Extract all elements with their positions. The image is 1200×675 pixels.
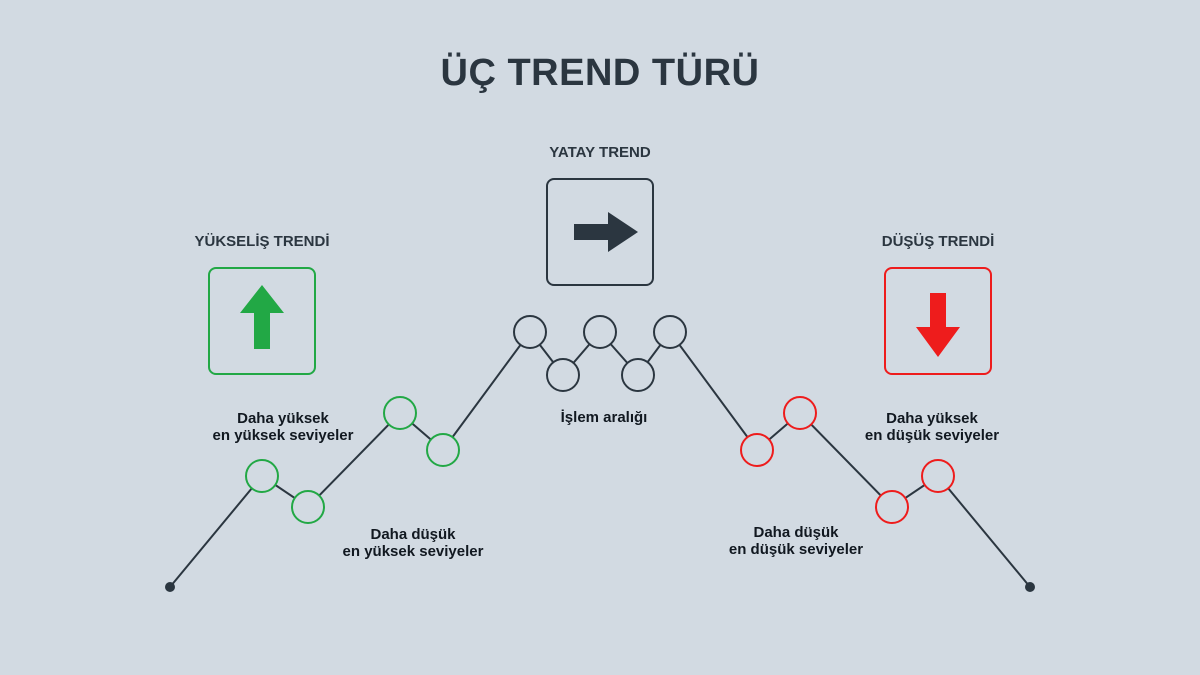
note-line: Daha düşük <box>370 526 456 543</box>
downtrend-low-point <box>875 490 909 524</box>
downtrend-icon-box <box>884 267 992 375</box>
page-title: ÜÇ TREND TÜRÜ <box>440 52 760 94</box>
uptrend-high-point <box>383 396 417 430</box>
uptrend-low-point <box>291 490 325 524</box>
note-line: en düşük seviyeler <box>728 541 864 558</box>
note-line: en düşük seviyeler <box>864 427 1000 444</box>
sideways-label: YATAY TREND <box>549 144 651 161</box>
note-range: İşlem aralığı <box>504 409 704 426</box>
note-higher-highs: Daha yüksek en yüksek seviyeler <box>183 410 383 444</box>
range-top-point <box>583 315 617 349</box>
range-top-point <box>653 315 687 349</box>
sideways-icon-box <box>546 178 654 286</box>
note-higher-lows-down: Daha yüksek en düşük seviyeler <box>832 410 1032 444</box>
arrow-up-icon <box>240 285 284 349</box>
note-line: Daha düşük <box>753 524 839 541</box>
range-top-point <box>513 315 547 349</box>
trend-start-point <box>165 582 175 592</box>
uptrend-low-point <box>245 459 279 493</box>
note-line: İşlem aralığı <box>560 409 648 426</box>
downtrend-high-point <box>783 396 817 430</box>
note-line: Daha yüksek <box>237 410 329 427</box>
uptrend-icon-box <box>208 267 316 375</box>
trend-end-point <box>1025 582 1035 592</box>
note-line: Daha yüksek <box>886 410 978 427</box>
downtrend-label: DÜŞÜŞ TRENDİ <box>881 233 995 250</box>
range-bottom-point <box>621 358 655 392</box>
note-line: en yüksek seviyeler <box>212 427 354 444</box>
uptrend-high-point <box>426 433 460 467</box>
trend-line <box>169 330 1031 588</box>
downtrend-high-point <box>740 433 774 467</box>
note-lower-lows: Daha düşük en düşük seviyeler <box>696 524 896 558</box>
downtrend-low-point <box>921 459 955 493</box>
note-line: en yüksek seviyeler <box>342 543 484 560</box>
uptrend-label: YÜKSELİŞ TRENDİ <box>194 233 330 250</box>
range-bottom-point <box>546 358 580 392</box>
arrow-down-icon <box>916 293 960 357</box>
arrow-right-icon <box>574 212 638 252</box>
note-lower-highs-up: Daha düşük en yüksek seviyeler <box>313 526 513 560</box>
